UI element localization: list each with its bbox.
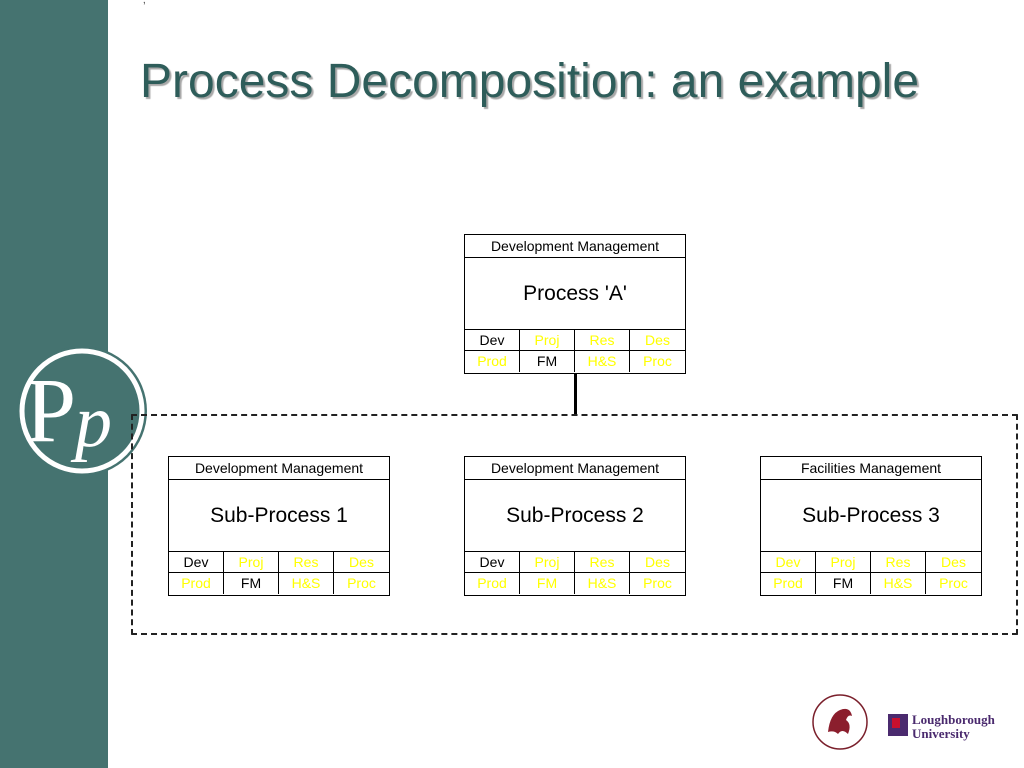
parent-child-connector (574, 374, 577, 414)
discipline-cell-proj: Proj (816, 552, 871, 573)
discipline-cell-dev: Dev (465, 330, 520, 351)
discipline-cell-prod: Prod (465, 573, 520, 594)
process-name: Process 'A' (465, 258, 685, 330)
discipline-cell-proj: Proj (520, 330, 575, 351)
discipline-cell-dev: Dev (169, 552, 224, 573)
discipline-cell-proc: Proc (643, 575, 672, 591)
process-header: Development Management (465, 235, 685, 258)
discipline-cell-prod: Prod (169, 573, 224, 594)
process-name: Sub-Process 3 (761, 480, 981, 552)
pp-logo-big-p: P (25, 359, 76, 461)
discipline-cell-proj: Proj (224, 552, 279, 573)
process-header: Development Management (169, 457, 389, 480)
salford-crest-icon (812, 694, 868, 750)
discipline-cell-res: Res (575, 330, 630, 351)
discipline-cell-res: Res (871, 552, 926, 573)
discipline-cell-fm: FM (224, 573, 279, 594)
pp-logo-small-p: p (70, 381, 112, 463)
discipline-cell-hs: H&S (575, 351, 630, 372)
slide-title: Process Decomposition: an example (140, 55, 920, 108)
discipline-cell-hs: H&S (575, 573, 630, 594)
discipline-cell-res: Res (575, 552, 630, 573)
loughborough-line-2: University (912, 726, 970, 741)
discipline-cell-proc: Proc (643, 353, 672, 369)
discipline-cell-dev: Dev (465, 552, 520, 573)
discipline-cell-des: Des (630, 552, 685, 573)
pp-logo: P p (17, 346, 147, 476)
discipline-cell-fm: FM (520, 573, 575, 594)
discipline-cell-proc: Proc (939, 575, 968, 591)
corner-mark: ‚ (143, 0, 146, 6)
process-name: Sub-Process 2 (465, 480, 685, 552)
process-header: Development Management (465, 457, 685, 480)
partner-logos: Loughborough University (808, 692, 1008, 752)
discipline-cell-prod: Prod (465, 351, 520, 372)
discipline-cell-prod: Prod (761, 573, 816, 594)
loughborough-line-1: Loughborough (912, 712, 995, 727)
discipline-cell-proc: Proc (347, 575, 376, 591)
discipline-cell-hs: H&S (279, 573, 334, 594)
process-name: Sub-Process 1 (169, 480, 389, 552)
discipline-cell-des: Des (630, 330, 685, 351)
process-header: Facilities Management (761, 457, 981, 480)
discipline-cell-res: Res (279, 552, 334, 573)
discipline-cell-hs: H&S (871, 573, 926, 594)
loughborough-wordmark: Loughborough University (912, 713, 995, 741)
discipline-cell-des: Des (334, 552, 389, 573)
loughborough-mark-icon (888, 714, 908, 736)
discipline-cell-dev: Dev (761, 552, 816, 573)
discipline-cell-fm: FM (520, 351, 575, 372)
sub-process-group (131, 414, 1018, 635)
discipline-cell-fm: FM (816, 573, 871, 594)
discipline-cell-des: Des (926, 552, 981, 573)
discipline-cell-proj: Proj (520, 552, 575, 573)
